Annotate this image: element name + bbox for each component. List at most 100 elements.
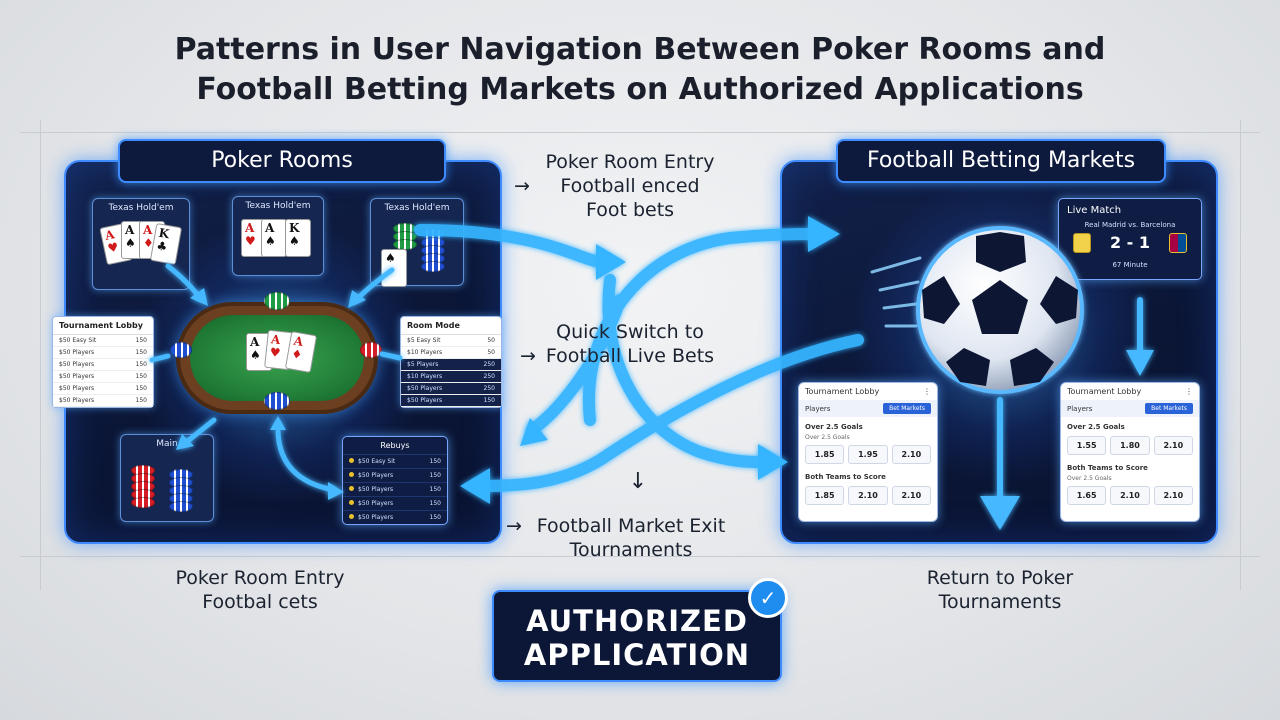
odds-button[interactable]: 1.80 xyxy=(1110,436,1150,455)
market-left-odds-row-2: 1.85 2.10 2.10 xyxy=(799,483,937,508)
texas-holdem-label-left: Texas Hold'em xyxy=(108,203,174,213)
arrow-table-to-rebuys xyxy=(275,429,337,493)
arrowhead xyxy=(190,288,208,306)
flow-label-mid-center: Quick Switch to →Football Live Bets xyxy=(520,321,715,367)
live-match-card[interactable]: Live Match Real Madrid vs. Barcelona 2 -… xyxy=(1058,198,1202,280)
arrowhead xyxy=(596,244,626,280)
more-icon[interactable]: ⋮ xyxy=(923,387,931,396)
coin-icon xyxy=(349,472,354,477)
arrow-card-right-to-table xyxy=(353,267,395,303)
poker-rooms-heading: Poker Rooms xyxy=(118,139,446,183)
market-left-title: Tournament Lobby xyxy=(805,387,880,396)
market-right-odds-row-2: 1.65 2.10 2.10 xyxy=(1061,483,1199,508)
arrow-table-to-main xyxy=(181,417,217,447)
main-label: Main xyxy=(156,439,178,449)
arrow-prefix-icon: → xyxy=(506,515,522,537)
coin-icon xyxy=(349,500,354,505)
market-right-tab[interactable]: Players xyxy=(1067,404,1093,413)
table-chip-green xyxy=(264,292,290,310)
market-card-left[interactable]: Tournament Lobby ⋮ Players Bet Markets Ove… xyxy=(798,382,938,522)
arrow-prefix-icon: → xyxy=(520,345,536,367)
texas-holdem-card-mid[interactable]: Texas Hold'em A♥ A♠ K♠ xyxy=(232,196,324,276)
odds-button[interactable]: 2.10 xyxy=(848,486,888,505)
chip-stack-blue xyxy=(169,501,193,512)
arrowhead xyxy=(520,418,548,446)
live-match-score: 2 - 1 xyxy=(1109,233,1151,252)
guide-line-bottom xyxy=(20,556,1260,557)
table-chip-blue-bottom xyxy=(264,392,290,410)
odds-button[interactable]: 1.85 xyxy=(805,445,845,464)
texas-holdem-card-left[interactable]: Texas Hold'em A♥ A♠ A♦ K♣ xyxy=(92,198,190,290)
bet-markets-button[interactable]: Bet Markets xyxy=(883,403,931,414)
guide-line-left xyxy=(40,120,41,590)
chip-stack-red xyxy=(131,497,155,508)
market-right-title: Tournament Lobby xyxy=(1067,387,1142,396)
arrowhead xyxy=(270,416,286,430)
odds-button[interactable]: 2.10 xyxy=(1153,436,1193,455)
texas-holdem-label-right: Texas Hold'em xyxy=(384,203,450,213)
arrow-poker-to-football-top xyxy=(414,224,606,268)
arrowhead xyxy=(176,434,194,450)
texas-holdem-card-right[interactable]: Texas Hold'em ♠ xyxy=(370,198,464,287)
market-left-section1: Over 2.5 Goals xyxy=(805,423,863,431)
odds-button[interactable]: 1.85 xyxy=(805,486,845,505)
barcelona-crest-icon xyxy=(1169,233,1187,253)
odds-button[interactable]: 1.95 xyxy=(848,445,888,464)
flow-label-bottom-right: Return to Poker Tournaments xyxy=(926,567,1074,613)
arrowhead xyxy=(808,216,840,252)
main-chips-card[interactable]: Main xyxy=(120,434,214,522)
bet-markets-button[interactable]: Bet Markets xyxy=(1145,403,1193,414)
chip-stack-blue xyxy=(421,261,445,272)
texas-holdem-label-mid: Texas Hold'em xyxy=(245,201,311,211)
arrow-roommode-to-table xyxy=(379,351,403,361)
cross-flow-arrowheads xyxy=(460,216,840,504)
rebuys-title: Rebuys xyxy=(380,441,410,450)
odds-button[interactable]: 2.10 xyxy=(891,486,931,505)
more-icon[interactable]: ⋮ xyxy=(1185,387,1193,396)
real-madrid-crest-icon xyxy=(1073,233,1091,253)
badge-line-2: APPLICATION xyxy=(523,638,751,672)
arrow-football-to-poker-bottom xyxy=(474,334,864,492)
odds-button[interactable]: 2.10 xyxy=(891,445,931,464)
arrowhead xyxy=(758,444,788,480)
odds-button[interactable]: 1.65 xyxy=(1067,486,1107,505)
title-line-2: Football Betting Markets on Authorized A… xyxy=(196,72,1084,107)
market-left-section1-sub: Over 2.5 Goals xyxy=(805,434,850,441)
odds-button[interactable]: 1.55 xyxy=(1067,436,1107,455)
football-icon xyxy=(916,226,1084,394)
arrow-lobby-to-table xyxy=(149,353,171,363)
odds-button[interactable]: 2.10 xyxy=(1110,486,1150,505)
arrowhead xyxy=(460,468,490,504)
market-left-tab[interactable]: Players xyxy=(805,404,831,413)
king-spades-card: K♠ xyxy=(285,219,311,257)
football-internal-arrows xyxy=(997,297,1143,503)
arrow-card-left-to-table xyxy=(165,263,203,301)
room-mode-title: Room Mode xyxy=(401,317,501,335)
title-line-1: Patterns in User Navigation Between Poke… xyxy=(174,32,1106,67)
live-match-teams: Real Madrid vs. Barcelona xyxy=(1084,221,1176,229)
market-right-section2: Both Teams to Score xyxy=(1067,464,1148,472)
odds-button[interactable]: 2.10 xyxy=(1153,486,1193,505)
arrow-prefix-icon: → xyxy=(514,175,530,197)
